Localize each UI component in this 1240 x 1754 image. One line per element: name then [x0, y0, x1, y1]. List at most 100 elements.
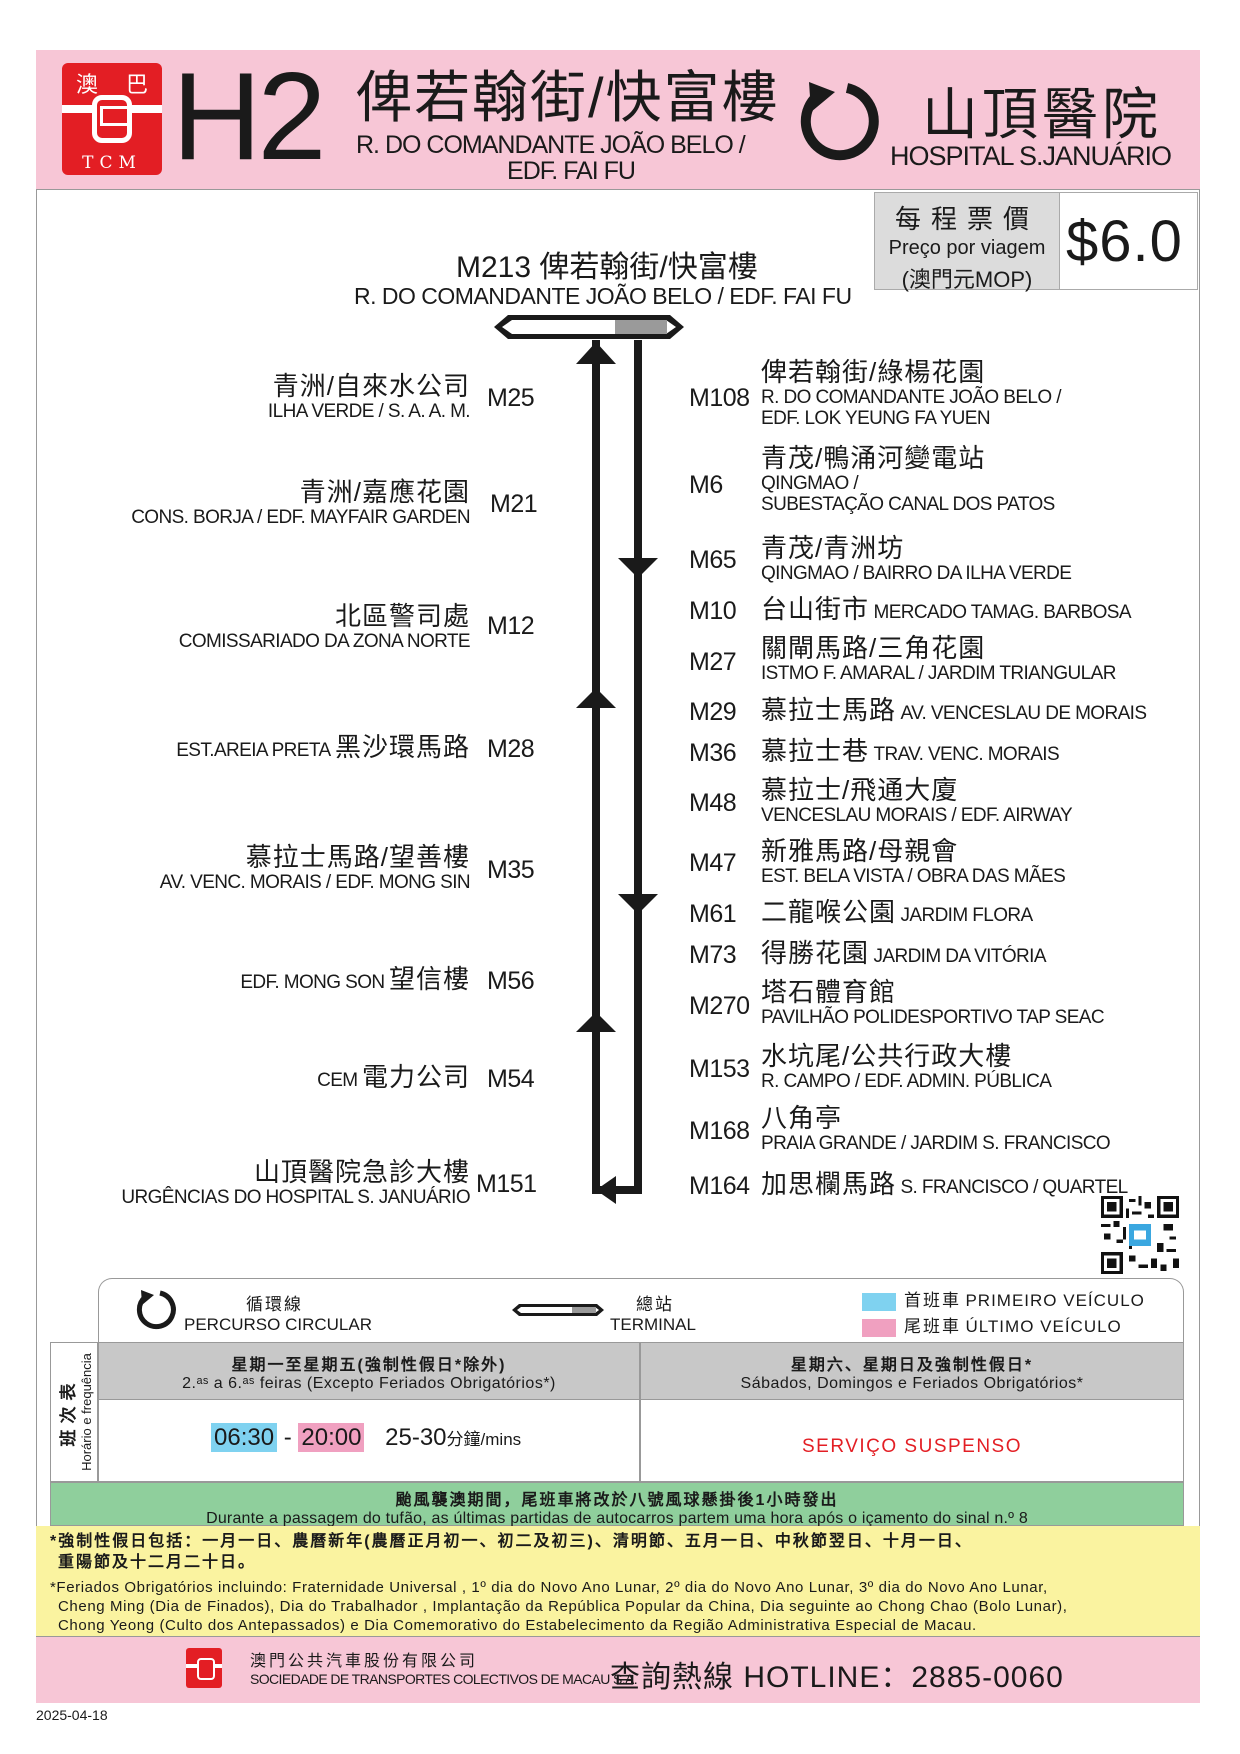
right-stop: 新雅馬路/母親會 EST. BELA VISTA / OBRA DAS MÃES: [761, 836, 1066, 888]
print-date: 2025-04-18: [36, 1707, 108, 1723]
terminal-bar-icon: [512, 1304, 604, 1316]
left-stop: 慕拉士馬路/望善樓 AV. VENC. MORAIS / EDF. MONG S…: [159, 842, 471, 894]
terminal-stop-name-pt: R. DO COMANDANTE JOÃO BELO / EDF. FAI FU: [354, 283, 852, 309]
right-stop: 俾若翰街/綠楊花園 R. DO COMANDANTE JOÃO BELO / E…: [761, 357, 1062, 430]
origin-name-pt-line1: R. DO COMANDANTE JOÃO BELO /: [356, 131, 746, 159]
right-stop: 青茂/鴨涌河變電站 QINGMAO / SUBESTAÇÃO CANAL DOS…: [761, 443, 1055, 516]
right-stop: 塔石體育館 PAVILHÃO POLIDESPORTIVO TAP SEAC: [761, 977, 1105, 1029]
right-stop: 慕拉士/飛通大廈 VENCESLAU MORAIS / EDF. AIRWAY: [761, 775, 1073, 827]
arrow-down-icon: [618, 894, 658, 914]
header-banner: [36, 50, 1200, 190]
arrow-left-icon: [596, 1176, 616, 1204]
right-stop: 台山街市 MERCADO TAMAG. BARBOSA: [761, 594, 1131, 624]
hotline: 查詢熱線 HOTLINE：2885-0060: [610, 1652, 1064, 1696]
hotline-label: 查詢熱線 HOTLINE：: [610, 1661, 912, 1694]
right-stop: 加思欄馬路 S. FRANCISCO / QUARTEL: [761, 1169, 1128, 1199]
right-stop-code: M73: [689, 941, 737, 969]
left-stop-code: M56: [487, 967, 535, 995]
arrow-down-icon: [618, 558, 658, 578]
left-stop: 青洲/嘉應花園 CONS. BORJA / EDF. MAYFAIR GARDE…: [131, 477, 470, 529]
destination-name-zh: 山頂醫院: [922, 83, 1162, 146]
last-bus-swatch: [862, 1318, 896, 1337]
origin-name-zh: 俾若翰街/快富樓: [356, 66, 780, 129]
time-separator: -: [283, 1424, 292, 1451]
fare-currency: (澳門元MOP): [901, 267, 1033, 292]
left-stop-code: M54: [487, 1065, 535, 1093]
qr-code-icon: [1101, 1196, 1179, 1274]
right-stop: 慕拉士巷 TRAV. VENC. MORAIS: [761, 736, 1060, 766]
holiday-notes: *強制性假日包括：一月一日、農曆新年(農曆正月初一、初二及初三)、清明節、五月一…: [36, 1526, 1200, 1636]
legend-circular: 循環線 PERCURSO CIRCULAR: [184, 1295, 372, 1334]
left-stop: 青洲/自來水公司 ILHA VERDE / S. A. A. M.: [267, 371, 471, 423]
arrow-up-icon: [576, 688, 616, 708]
right-stop: 關閘馬路/三角花園 ISTMO F. AMARAL / JARDIM TRIAN…: [761, 633, 1116, 685]
right-stop: 慕拉士馬路 AV. VENCESLAU DE MORAIS: [761, 695, 1147, 725]
left-stop: 山頂醫院急診大樓 URGÊNCIAS DO HOSPITAL S. JANUÁR…: [121, 1157, 470, 1209]
left-stop: EDF. MONG SON 望信樓: [240, 964, 470, 994]
timetable-weekend-header: 星期六、星期日及強制性假日* Sábados, Domingos e Feria…: [640, 1342, 1184, 1400]
timetable-weekday-header: 星期一至星期五(強制性假日*除外) 2.ᵃˢ a 6.ᵃˢ feiras (Ex…: [98, 1342, 640, 1400]
right-stop-code: M6: [689, 471, 723, 499]
timetable-label: 班次表 Horário e frequência: [50, 1342, 98, 1482]
first-bus-swatch: [862, 1292, 896, 1311]
logo-zh-left: 澳: [75, 73, 98, 98]
circular-route-icon: [136, 1290, 176, 1330]
typhoon-notice: 颱風襲澳期間，尾班車將改於八號風球懸掛後1小時發出 Durante a pass…: [50, 1482, 1184, 1527]
first-bus-time: 06:30: [211, 1423, 278, 1452]
fare-value: $6.0: [1066, 209, 1183, 274]
route-number: H2: [172, 48, 327, 186]
legend-first-bus: 首班車 PRIMEIRO VEÍCULO: [862, 1286, 1145, 1311]
fare-label-box: 每程票價 Preço por viagem (澳門元MOP): [874, 192, 1060, 292]
arrow-up-icon: [576, 342, 616, 364]
left-stop-code: M21: [490, 490, 538, 518]
legend: [98, 1278, 1184, 1342]
right-stop-code: M36: [689, 739, 737, 767]
timetable-weekday-cell: 06:30 - 20:00 25-30分鐘/mins: [98, 1400, 640, 1482]
right-stop: 水坑尾/公共行政大樓 R. CAMPO / EDF. ADMIN. PÚBLIC…: [761, 1041, 1052, 1093]
logo-zh-right: 巴: [125, 73, 148, 98]
frequency: 25-30: [385, 1424, 447, 1451]
left-stop-code: M28: [487, 735, 535, 763]
fare-value-box: [1060, 192, 1198, 290]
right-stop-code: M108: [689, 384, 750, 412]
weekend-status: SERVIÇO SUSPENSO: [801, 1436, 1023, 1457]
right-stop-code: M27: [689, 648, 737, 676]
right-stop: 青茂/青洲坊 QINGMAO / BAIRRO DA ILHA VERDE: [761, 533, 1072, 585]
legend-terminal: 總站 TERMINAL: [610, 1295, 696, 1334]
left-stop-code: M151: [476, 1170, 537, 1198]
left-stop: 北區警司處 COMISSARIADO DA ZONA NORTE: [178, 601, 471, 653]
arrow-up-icon: [576, 1012, 616, 1032]
right-stop-code: M153: [689, 1055, 750, 1083]
terminal-stop-name-zh: M213 俾若翰街/快富樓: [456, 251, 758, 284]
left-stop: EST.AREIA PRETA 黑沙環馬路: [176, 732, 470, 762]
right-stop-code: M164: [689, 1172, 750, 1200]
route-diagram: [494, 315, 684, 1204]
logo-en: TCM: [82, 153, 142, 173]
right-stop-code: M47: [689, 849, 737, 877]
tcm-logo-small: [186, 1648, 222, 1688]
right-stop-code: M270: [689, 992, 750, 1020]
tcm-logo: 澳 巴 TCM: [62, 63, 162, 175]
right-stop-code: M65: [689, 546, 737, 574]
right-stop: 八角亭 PRAIA GRANDE / JARDIM S. FRANCISCO: [761, 1103, 1111, 1155]
circular-route-icon: [800, 82, 879, 161]
left-stop-code: M35: [487, 856, 535, 884]
company-name-pt: SOCIEDADE DE TRANSPORTES COLECTIVOS DE M…: [250, 1671, 638, 1687]
legend-last-bus: 尾班車 ÚLTIMO VEÍCULO: [862, 1312, 1122, 1337]
right-stop-code: M48: [689, 789, 737, 817]
right-stop-code: M10: [689, 597, 737, 625]
footer: [36, 1636, 1200, 1703]
hotline-number: 2885-0060: [911, 1661, 1064, 1694]
origin-name-pt-line2: EDF. FAI FU: [507, 157, 636, 185]
frequency-unit: 分鐘/mins: [446, 1430, 522, 1449]
right-stop-code: M168: [689, 1117, 750, 1145]
left-stop-code: M25: [487, 384, 535, 412]
right-stop-code: M29: [689, 698, 737, 726]
bus-icon: [92, 95, 132, 143]
left-stop: CEM 電力公司: [317, 1062, 470, 1092]
last-bus-time: 20:00: [298, 1423, 365, 1452]
left-stop-code: M12: [487, 612, 535, 640]
right-stop: 得勝花園 JARDIM DA VITÓRIA: [761, 938, 1047, 968]
fare-label-pt: Preço por viagem: [888, 237, 1046, 259]
right-stop-code: M61: [689, 900, 737, 928]
